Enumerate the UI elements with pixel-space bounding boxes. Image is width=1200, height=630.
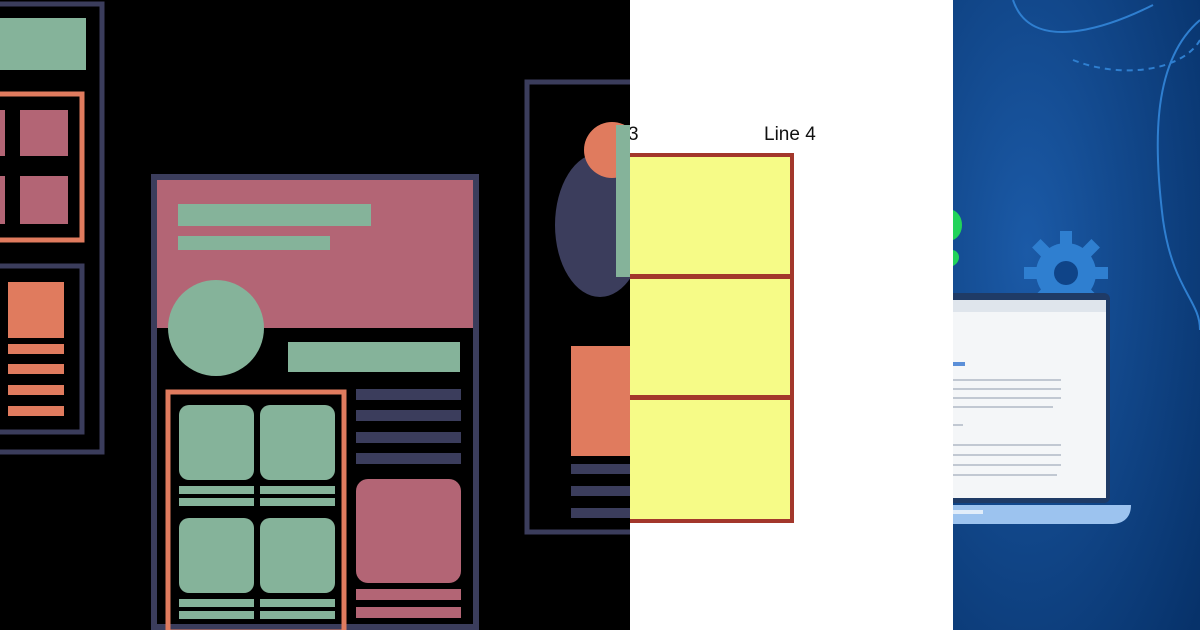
layout-illustration-panel bbox=[0, 0, 630, 630]
curve-line bbox=[1156, 19, 1200, 331]
grid-diagram-panel: 3 Line 4 bbox=[630, 0, 953, 630]
left-wireframe-card bbox=[0, 1, 105, 455]
grid-row bbox=[630, 400, 790, 519]
line-4-label: Line 4 bbox=[764, 124, 816, 145]
central-wireframe-card bbox=[151, 174, 479, 630]
dashed-curve bbox=[1072, 39, 1200, 72]
yellow-grid bbox=[630, 153, 794, 523]
grid-row bbox=[630, 279, 790, 400]
laptop-illustration-panel bbox=[953, 0, 1200, 630]
swirl-line bbox=[1012, 0, 1154, 33]
grid-row bbox=[630, 157, 790, 279]
laptop-illustration bbox=[953, 0, 1200, 630]
right-wireframe-card bbox=[524, 79, 630, 535]
leaf-icon bbox=[953, 210, 962, 240]
layout-illustration bbox=[0, 1, 630, 630]
line-3-label: 3 bbox=[630, 124, 639, 145]
laptop-icon bbox=[953, 293, 1131, 524]
